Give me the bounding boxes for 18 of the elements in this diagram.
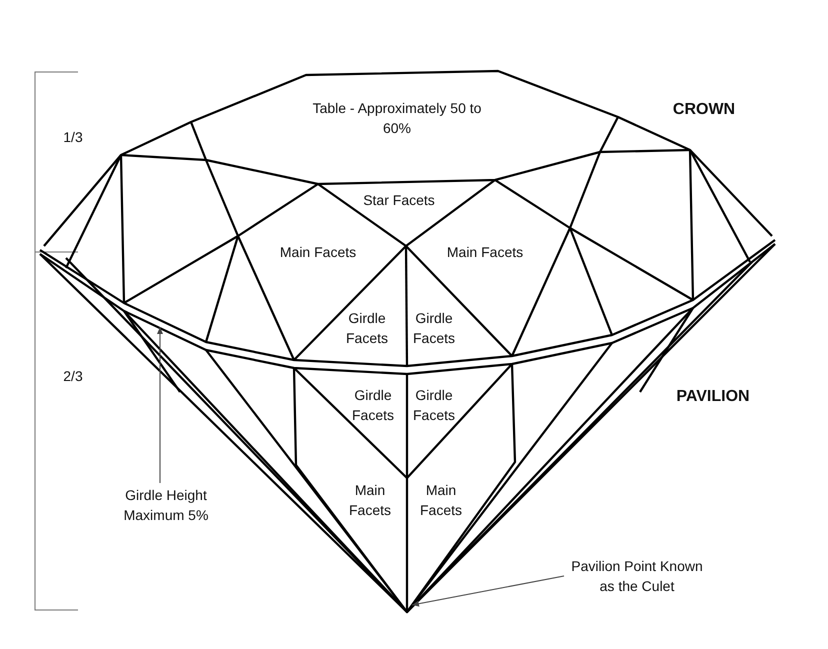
facet-label: Main Facets [278, 243, 358, 262]
facet-label: Girdle Facets [344, 309, 389, 348]
facet-label: Main Facets [348, 481, 392, 520]
section-label: PAVILION [675, 387, 751, 407]
facet-label: Girdle Facets [412, 309, 456, 348]
table-label: Table - Approximately 50 to 60% [312, 99, 482, 138]
leader-line [157, 326, 163, 484]
facet-label: Girdle Facets [412, 386, 456, 425]
facet-label: Girdle Facets [350, 386, 395, 425]
proportion-label: 2/3 [62, 367, 84, 386]
facet-label: Main Facets [418, 481, 463, 520]
facet-label: Star Facets [362, 191, 436, 210]
callout-text: Pavilion Point Known as the Culet [562, 556, 712, 596]
section-label: CROWN [672, 100, 736, 120]
proportion-label: 1/3 [62, 128, 84, 147]
leader-line [412, 576, 564, 607]
callout-text: Girdle Height Maximum 5% [106, 485, 226, 525]
facet-label: Main Facets [446, 243, 524, 262]
